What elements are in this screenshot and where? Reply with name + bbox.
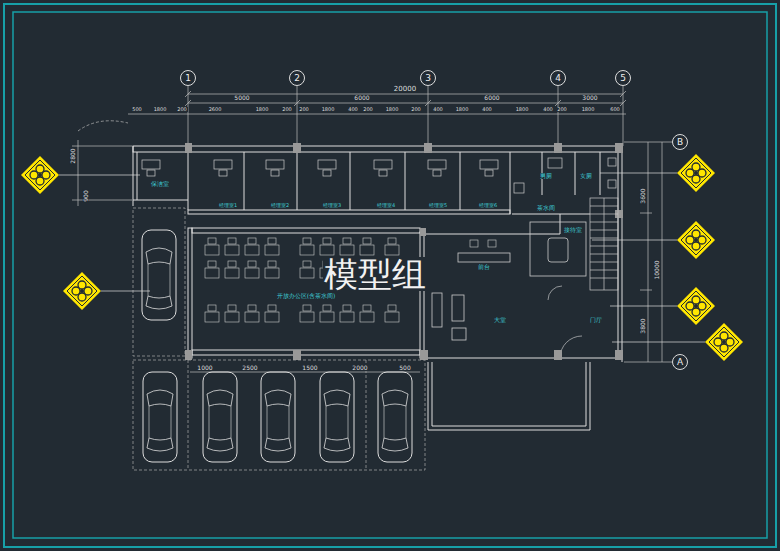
columns: [185, 143, 623, 360]
dimension-lines: [72, 86, 672, 372]
room-name: 保洁室: [150, 181, 170, 187]
dimension-text: 1500: [301, 365, 318, 371]
dimension-text: 200: [410, 107, 422, 112]
room-name: 前台: [477, 264, 491, 270]
room-name: 经理室4: [376, 203, 396, 208]
room-name: 经理室3: [322, 203, 342, 208]
dimension-text: 400: [432, 107, 444, 112]
room-name: 门厅: [589, 317, 603, 323]
room-name: 男厕: [539, 173, 553, 179]
dimension-text: 1800: [581, 107, 596, 112]
dimension-text: 1000: [196, 365, 213, 371]
dimension-text: 10000: [654, 259, 660, 280]
furniture: [142, 158, 616, 340]
elevation-markers: [21, 154, 743, 361]
axis-label: 3: [425, 74, 431, 83]
room-name: 开放办公区(含茶水间): [276, 293, 337, 299]
dimension-text: 400: [542, 107, 554, 112]
dimension-text: 3600: [640, 187, 646, 204]
axis-label: 5: [620, 74, 626, 83]
dimension-text: 6000: [353, 95, 370, 101]
dimension-text: 200: [298, 107, 310, 112]
leader-lines: [59, 173, 705, 342]
axis-bubble: A: [672, 354, 688, 370]
dimension-text: 200: [281, 107, 293, 112]
dimension-text: 200: [362, 107, 374, 112]
room-name: 经理室2: [270, 203, 290, 208]
dimension-text: 400: [481, 107, 493, 112]
dimension-text: 1800: [153, 107, 168, 112]
dimension-text: 1800: [515, 107, 530, 112]
dimension-text: 400: [347, 107, 359, 112]
room-name: 经理室1: [218, 203, 238, 208]
dimension-text: 200: [556, 107, 568, 112]
dimension-text: 6000: [483, 95, 500, 101]
dimension-text: 2000: [351, 365, 368, 371]
axis-label: 1: [185, 74, 191, 83]
axis-bubble: 5: [615, 70, 631, 86]
dimension-text: 500: [398, 365, 411, 371]
dimension-text: 1800: [321, 107, 336, 112]
watermark: 模型组: [323, 257, 427, 291]
stairs: [590, 198, 618, 290]
room-name: 大堂: [493, 317, 507, 323]
axis-label: A: [677, 358, 683, 367]
axis-bubble: 1: [180, 70, 196, 86]
dimension-text: 20000: [393, 86, 417, 93]
dimension-text: 1800: [255, 107, 270, 112]
room-name: 接待室: [563, 227, 583, 233]
dimension-text: 200: [176, 107, 188, 112]
dimension-text: 5000: [233, 95, 250, 101]
room-name: 女厕: [579, 173, 593, 179]
axis-bubble: B: [672, 134, 688, 150]
room-name: 茶水间: [536, 205, 556, 211]
dimension-text: 2500: [241, 365, 258, 371]
dimension-text: 600: [609, 107, 621, 112]
room-name: 经理室5: [428, 203, 448, 208]
room-name: 经理室6: [478, 203, 498, 208]
axis-bubble: 3: [420, 70, 436, 86]
dimension-text: 1800: [385, 107, 400, 112]
dimension-text: 3000: [581, 95, 598, 101]
dimension-text: 2800: [70, 147, 76, 164]
dimension-text: 900: [83, 189, 89, 202]
axis-label: B: [677, 138, 683, 147]
dimension-text: 500: [131, 107, 143, 112]
dimension-text: 3800: [640, 317, 646, 334]
axis-bubble: 4: [550, 70, 566, 86]
axis-label: 4: [555, 74, 561, 83]
parking: [133, 208, 425, 470]
sheet-frame: [4, 4, 776, 547]
dimension-text: 2600: [208, 107, 223, 112]
axis-label: 2: [294, 74, 300, 83]
axis-bubble: 2: [289, 70, 305, 86]
dimension-text: 1800: [455, 107, 470, 112]
